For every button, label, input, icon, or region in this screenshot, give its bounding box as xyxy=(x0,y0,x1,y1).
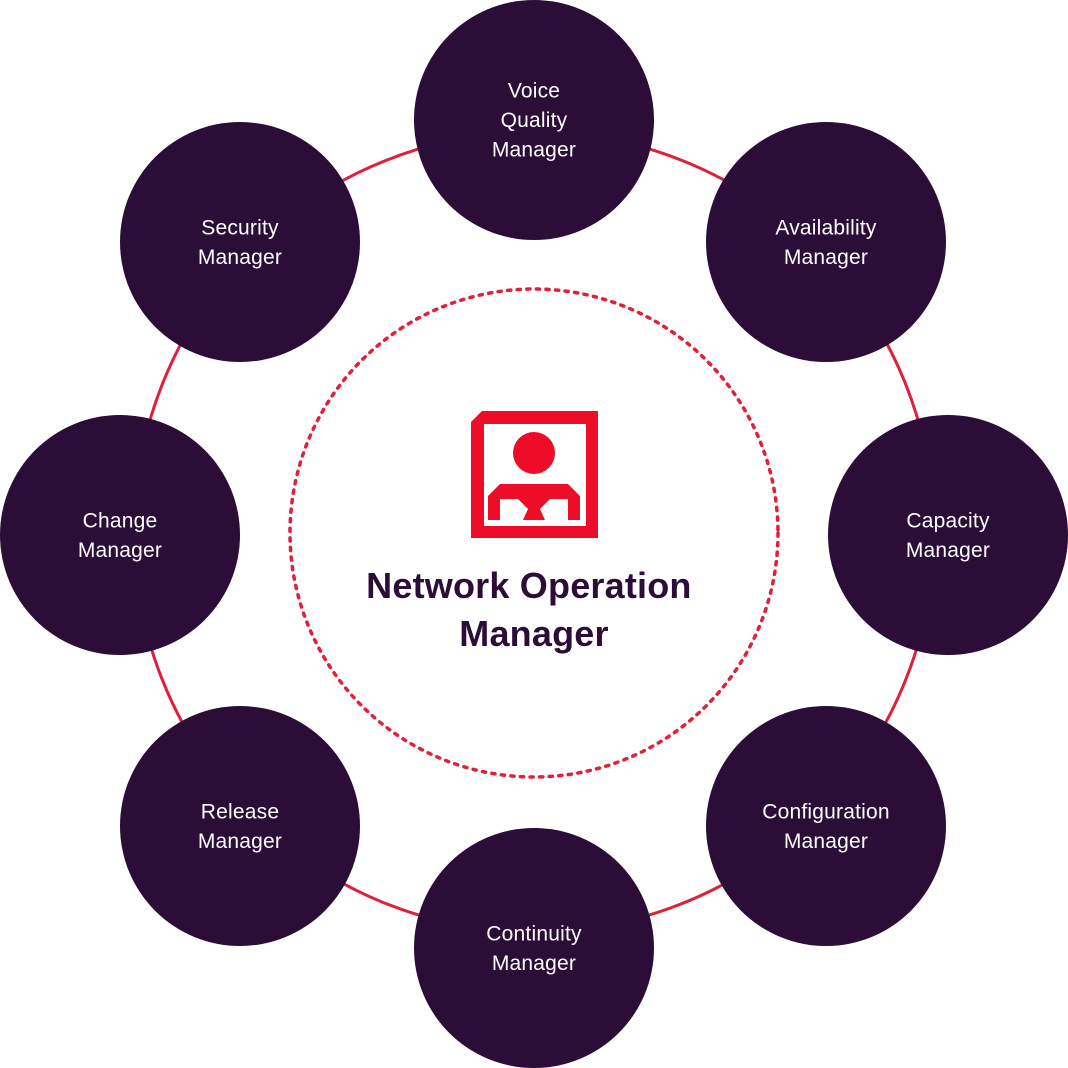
module-label-line: Quality xyxy=(501,109,568,132)
icon-desk xyxy=(488,484,580,520)
module-label-line: Security xyxy=(201,216,279,239)
module-label-line: Configuration xyxy=(762,800,890,823)
module-label-line: Manager xyxy=(198,246,282,269)
icon-frame xyxy=(471,411,598,538)
module-label-line: Manager xyxy=(492,139,576,162)
module-label-line: Manager xyxy=(784,246,868,269)
module-label-line: Manager xyxy=(78,539,162,562)
module-label-line: Release xyxy=(201,800,279,823)
module-circle xyxy=(120,122,360,362)
icon-head xyxy=(513,432,555,474)
module-circle xyxy=(706,706,946,946)
module-label-line: Manager xyxy=(492,952,576,975)
center-title-line: Network Operation xyxy=(366,565,691,606)
module-circle xyxy=(0,415,240,655)
network-operator-icon xyxy=(471,411,598,538)
module-label-line: Capacity xyxy=(906,509,990,532)
module-label-line: Change xyxy=(83,509,158,532)
module-label-line: Manager xyxy=(198,830,282,853)
center-title-line: Manager xyxy=(459,613,608,654)
module-label-line: Manager xyxy=(784,830,868,853)
module-circle xyxy=(414,0,654,240)
module-label-line: Continuity xyxy=(486,922,582,945)
module-circle xyxy=(828,415,1068,655)
module-label-line: Manager xyxy=(906,539,990,562)
inner-dotted-ring xyxy=(288,287,780,779)
module-circle xyxy=(706,122,946,362)
module-circle xyxy=(414,828,654,1068)
center-title: Network Operation Manager xyxy=(366,565,702,654)
module-label-line: Voice xyxy=(508,80,560,103)
module-circle xyxy=(120,706,360,946)
module-label-line: Availability xyxy=(775,216,877,239)
